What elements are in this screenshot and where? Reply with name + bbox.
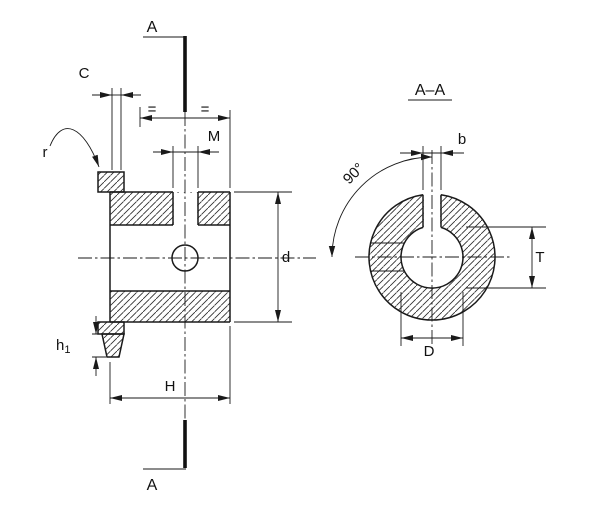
label-h-hub-length: H xyxy=(165,378,176,395)
center-lines xyxy=(78,112,512,432)
label-equal-right: = xyxy=(201,101,210,118)
label-t-keyway-depth: T xyxy=(535,249,544,266)
dim-h1 xyxy=(92,316,106,376)
dim-m xyxy=(153,146,219,188)
dim-angle-90 xyxy=(328,153,433,258)
dim-b-keyway-width xyxy=(400,146,464,190)
label-d-bore-diameter: D xyxy=(424,343,435,360)
hatched-section-areas xyxy=(98,172,495,357)
dim-d-pitch xyxy=(234,191,292,323)
section-label-bottom: A xyxy=(147,477,158,494)
section-title: A–A xyxy=(415,82,446,99)
dim-equal-spacing xyxy=(139,107,231,188)
section-label-top: A xyxy=(147,19,158,36)
dim-c xyxy=(92,88,141,170)
cutting-plane: A A xyxy=(143,19,187,494)
label-m: M xyxy=(208,128,221,145)
label-r: r xyxy=(43,144,48,161)
label-c: C xyxy=(79,65,90,82)
dim-d-bore xyxy=(400,292,464,346)
keyway-slot-walls xyxy=(422,194,442,228)
keyway-slot-cutout xyxy=(423,193,441,228)
label-equal-left: = xyxy=(148,101,157,118)
label-b-keyway-width: b xyxy=(458,131,466,148)
setscrew-hole-cutout xyxy=(173,192,198,226)
dim-t-keyway-depth xyxy=(466,226,546,289)
dim-r-leader xyxy=(49,128,100,168)
label-pitch-diameter-d: d xyxy=(282,249,290,266)
dim-h-hub-length xyxy=(109,326,231,404)
label-h1: h1 xyxy=(56,337,70,356)
plate-edge-lines xyxy=(371,242,404,272)
